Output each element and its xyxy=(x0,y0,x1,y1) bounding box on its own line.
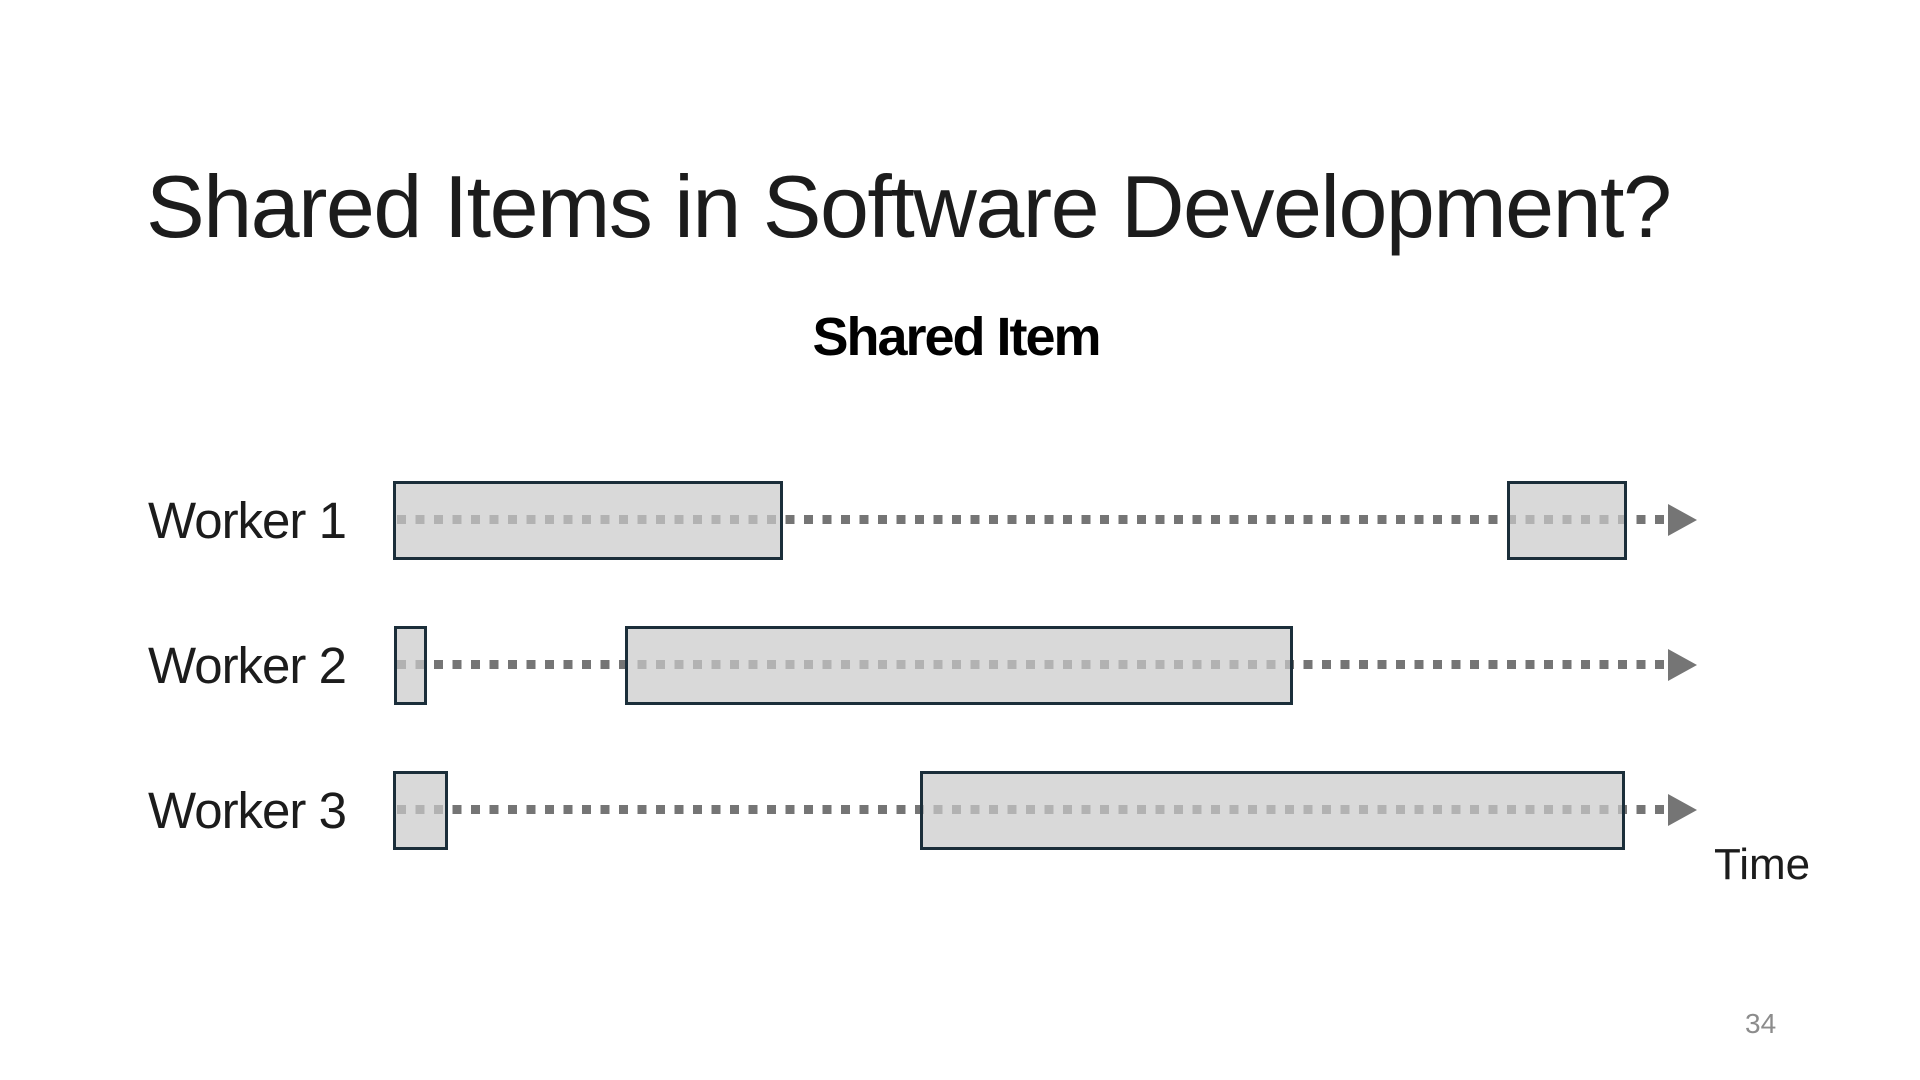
arrow-right-icon xyxy=(1668,649,1697,681)
diagram-title: Shared Item xyxy=(812,307,1101,367)
usage-box xyxy=(920,770,1625,850)
worker-label: Worker 1 xyxy=(148,492,347,549)
worker-label: Worker 3 xyxy=(148,782,347,839)
arrow-right-icon xyxy=(1668,504,1697,536)
timeline-row: Worker 2 xyxy=(0,610,1920,720)
arrow-right-icon xyxy=(1668,794,1697,826)
timeline-row: Worker 3 xyxy=(0,755,1920,865)
usage-box xyxy=(1507,480,1627,560)
usage-box xyxy=(393,480,783,560)
worker-label: Worker 2 xyxy=(148,637,347,694)
timeline-dotted-line xyxy=(397,515,1668,524)
usage-box xyxy=(625,625,1293,705)
page-number: 34 xyxy=(1745,1008,1777,1039)
slide-title: Shared Items in Software Development? xyxy=(146,156,1672,256)
usage-box xyxy=(393,770,448,850)
timeline-row: Worker 1 xyxy=(0,465,1920,575)
usage-box xyxy=(394,625,427,705)
time-axis-label: Time xyxy=(1714,840,1811,889)
